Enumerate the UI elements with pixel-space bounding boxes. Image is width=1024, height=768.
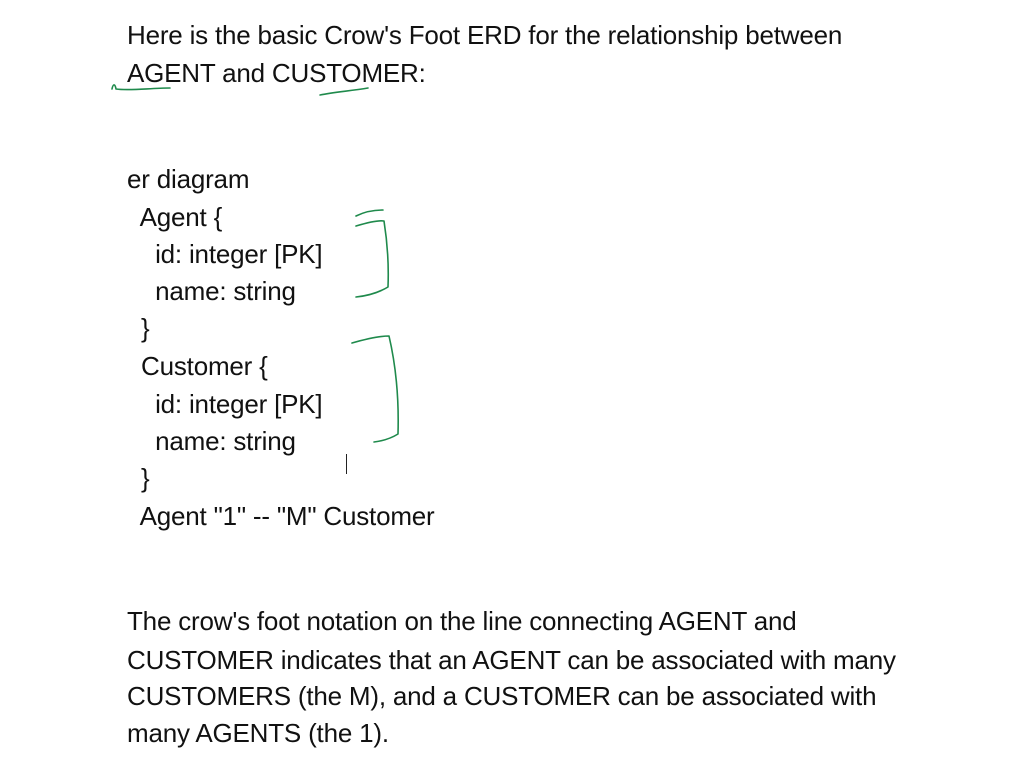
code-line-agent-close: } [127, 313, 150, 343]
code-line-agent-name: name: string [127, 276, 296, 306]
bracket-agent-fields-mark [355, 209, 390, 298]
intro-line-2: AGENT and CUSTOMER: [127, 58, 426, 88]
conclusion-line-3: CUSTOMERS (the M), and a CUSTOMER can be… [127, 681, 877, 711]
conclusion-line-2: CUSTOMER indicates that an AGENT can be … [127, 645, 896, 675]
code-line-agent-open: Agent { [127, 202, 223, 232]
underline-customer-mark [319, 87, 369, 96]
code-line-customer-open: Customer { [127, 351, 268, 381]
code-line-relationship: Agent "1" -- "M" Customer [127, 501, 435, 531]
code-line-agent-id: id: integer [PK] [127, 239, 323, 269]
conclusion-line-4: many AGENTS (the 1). [127, 718, 389, 748]
conclusion-line-1: The crow's foot notation on the line con… [127, 606, 797, 636]
code-line-customer-name: name: string [127, 426, 296, 456]
bracket-customer-fields-mark [351, 335, 399, 443]
code-line-er-diagram: er diagram [127, 164, 250, 194]
code-line-customer-close: } [127, 463, 150, 493]
text-cursor [346, 454, 347, 474]
intro-line-1: Here is the basic Crow's Foot ERD for th… [127, 20, 843, 50]
code-line-customer-id: id: integer [PK] [127, 389, 323, 419]
